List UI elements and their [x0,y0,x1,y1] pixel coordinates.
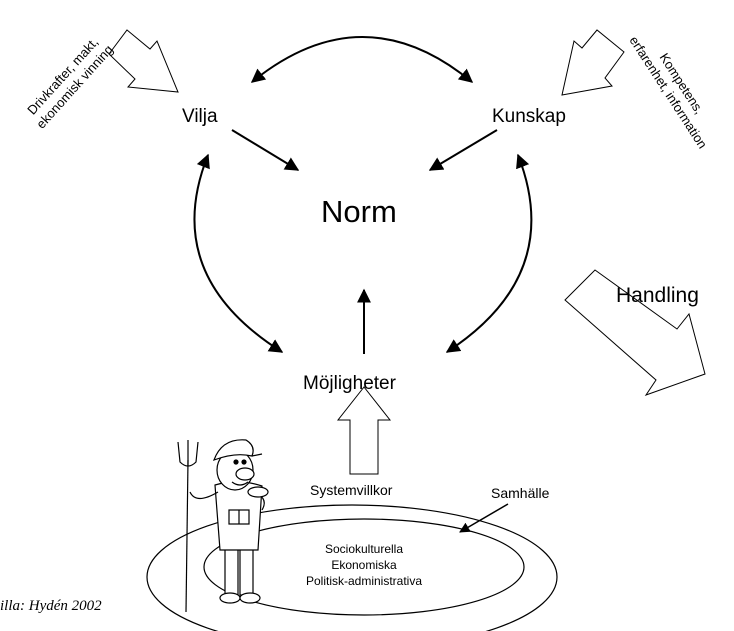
inner-ellipse-line-2: Ekonomiska [331,558,397,572]
kunskap-to-norm-arrow [428,129,498,171]
farmer-figure-illustration [177,439,269,613]
inner-ellipse-line-3: Politisk-administrativa [306,574,422,588]
left-input-label: Drivkrafter, makt, ekonomisk vinning [24,34,116,131]
vilja-kunskap-double-arrow [250,36,474,83]
systemvillkor-block-arrow [336,386,392,475]
samhalle-label: Samhälle [491,485,550,501]
source-caption: illa: Hydén 2002 [0,598,102,614]
vilja-to-norm-arrow [231,129,300,171]
vilja-mojligheter-double-arrow [193,153,284,353]
node-mojligheter: Möjligheter [303,373,397,394]
samhalle-outer-ellipse [146,504,558,631]
node-handling: Handling [616,284,699,307]
inner-ellipse-line-1: Sociokulturella [325,542,403,556]
kunskap-mojligheter-double-arrow [445,153,533,353]
node-norm: Norm [321,194,397,229]
node-vilja: Vilja [182,106,218,127]
samhalle-pointer-arrow [459,503,509,533]
inner-systems-ellipse [203,518,525,616]
handling-block-arrow [564,269,706,396]
systemvillkor-label: Systemvillkor [310,482,393,498]
right-input-block-arrow [561,29,625,96]
node-kunskap: Kunskap [492,106,566,127]
left-input-block-arrow [108,29,179,93]
right-input-label: Kompetens, erfarenhet, information [626,33,710,151]
